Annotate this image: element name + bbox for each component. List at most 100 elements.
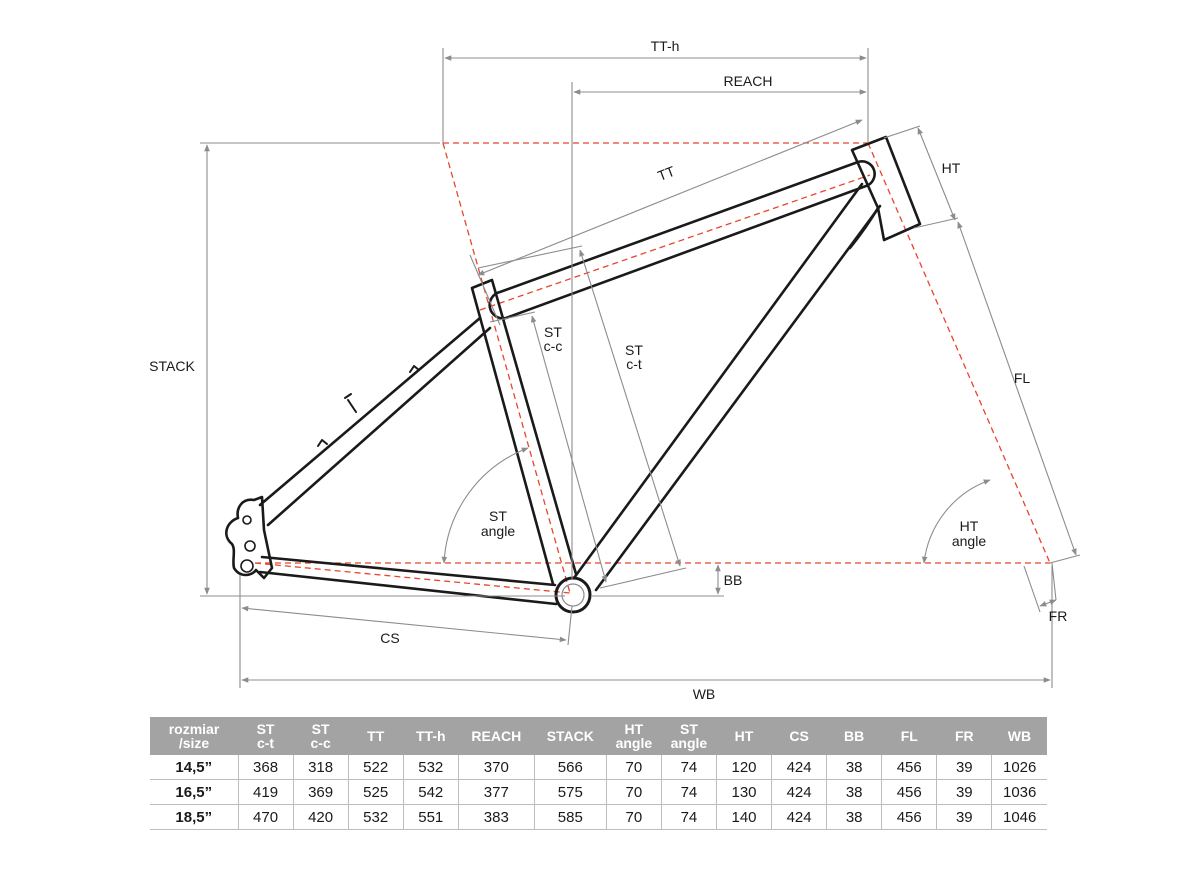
tt-extension-left <box>469 254 501 326</box>
bottom-bracket-inner <box>561 583 585 607</box>
header-stack: STACK <box>534 717 607 755</box>
cell-tt: 532 <box>348 804 404 830</box>
cell-fl: 456 <box>881 779 938 805</box>
cell-tt-h: 542 <box>403 779 459 805</box>
label-stack: STACK <box>149 358 195 374</box>
cell-fr: 39 <box>936 804 993 830</box>
label-st-cc-line2: c-c <box>544 338 563 354</box>
cell-st-angle: 74 <box>661 779 717 805</box>
label-cs: CS <box>380 630 399 646</box>
cell-ht: 120 <box>716 755 773 780</box>
cell-cs: 424 <box>771 755 828 780</box>
cell-wb: 1026 <box>991 755 1047 780</box>
header-size: rozmiar/size <box>150 717 238 755</box>
cell-wb: 1036 <box>991 779 1047 805</box>
cell-tt: 522 <box>348 755 404 780</box>
label-st-ct-line1: ST <box>625 342 643 358</box>
cell-stack: 566 <box>534 755 607 780</box>
cs-extension-right <box>567 605 573 646</box>
rear-axle <box>240 559 254 573</box>
cell-ht-angle: 70 <box>606 755 662 780</box>
cell-tt-h: 532 <box>403 755 459 780</box>
label-ht-angle-line2: angle <box>952 533 986 549</box>
cell-cs: 424 <box>771 779 828 805</box>
reference-line-chainstay <box>254 562 571 594</box>
chain-stay <box>258 555 558 606</box>
cell-cs: 424 <box>771 804 828 830</box>
cell-reach: 383 <box>458 804 535 830</box>
seatstay-boss-1 <box>409 365 420 373</box>
bottom-bracket-shell <box>554 576 592 614</box>
cell-bb: 38 <box>826 779 883 805</box>
cell-size: 14,5” <box>150 755 239 780</box>
label-st-angle-line1: ST <box>489 508 507 524</box>
label-st-cc-line1: ST <box>544 324 562 340</box>
table-row: 14,5” 368 318 522 532 370 566 70 74 120 … <box>150 755 1047 780</box>
cell-st-cc: 318 <box>293 755 349 780</box>
tt-dimension-line <box>477 119 863 276</box>
reference-line-seat-axis <box>442 142 571 594</box>
cell-size: 16,5” <box>150 779 239 805</box>
st-angle-arc <box>441 447 529 564</box>
cell-fr: 39 <box>936 779 993 805</box>
head-tube <box>850 135 922 242</box>
fl-dimension-line <box>957 221 1077 556</box>
cell-ht-angle: 70 <box>606 779 662 805</box>
dropout-hole-1 <box>242 515 252 525</box>
table-row: 18,5” 470 420 532 551 383 585 70 74 140 … <box>150 804 1047 830</box>
seatstay-boss-3 <box>317 439 328 447</box>
st-ct-dimension-line <box>579 249 681 567</box>
cell-reach: 377 <box>458 779 535 805</box>
cell-bb: 38 <box>826 804 883 830</box>
cell-stack: 575 <box>534 779 607 805</box>
ht-angle-arc <box>921 479 991 564</box>
fr-extension-left <box>1023 565 1041 613</box>
seatstay-boss-2 <box>344 393 357 413</box>
fr-dimension-line <box>1039 599 1057 607</box>
cell-wb: 1046 <box>991 804 1047 830</box>
cell-tt: 525 <box>348 779 404 805</box>
cell-bb: 38 <box>826 755 883 780</box>
dropout-hole-2 <box>244 540 256 552</box>
cell-st-ct: 419 <box>238 779 294 805</box>
fr-extension-right <box>1051 562 1057 601</box>
reference-line-steering-axis <box>867 142 1051 564</box>
cell-st-ct: 368 <box>238 755 294 780</box>
header-tt-h: TT-h <box>403 717 459 755</box>
table-row: 16,5” 419 369 525 542 377 575 70 74 130 … <box>150 779 1047 805</box>
cell-fl: 456 <box>881 804 938 830</box>
label-tt-h: TT-h <box>651 38 680 54</box>
label-ht: HT <box>942 160 961 176</box>
cell-ht-angle: 70 <box>606 804 662 830</box>
header-reach: REACH <box>458 717 535 755</box>
cell-st-angle: 74 <box>661 755 717 780</box>
label-st-ct-line2: c-t <box>626 356 642 372</box>
frame-geometry-diagram: TT-h REACH TT HT STACK ST c-t ST c-c FL … <box>149 38 1081 702</box>
st-ct-extension-top <box>477 245 583 269</box>
cell-st-angle: 74 <box>661 804 717 830</box>
header-fl: FL <box>881 717 937 755</box>
cell-st-cc: 420 <box>293 804 349 830</box>
label-tt: TT <box>655 163 677 184</box>
header-wb: WB <box>991 717 1047 755</box>
label-fl: FL <box>1014 370 1031 386</box>
header-cs: CS <box>771 717 827 755</box>
fl-extension-bottom <box>1049 554 1081 564</box>
st-ct-extension-bottom <box>599 567 687 589</box>
cell-fr: 39 <box>936 755 993 780</box>
label-ht-angle-line1: HT <box>960 518 979 534</box>
cell-tt-h: 551 <box>403 804 459 830</box>
label-st-angle-line2: angle <box>481 523 515 539</box>
cs-dimension-line <box>241 605 567 643</box>
label-bb: BB <box>724 572 743 588</box>
reference-lines <box>254 142 1051 594</box>
header-fr: FR <box>936 717 992 755</box>
cell-reach: 370 <box>458 755 535 780</box>
dimension-lines <box>200 48 1081 688</box>
header-bb: BB <box>826 717 882 755</box>
